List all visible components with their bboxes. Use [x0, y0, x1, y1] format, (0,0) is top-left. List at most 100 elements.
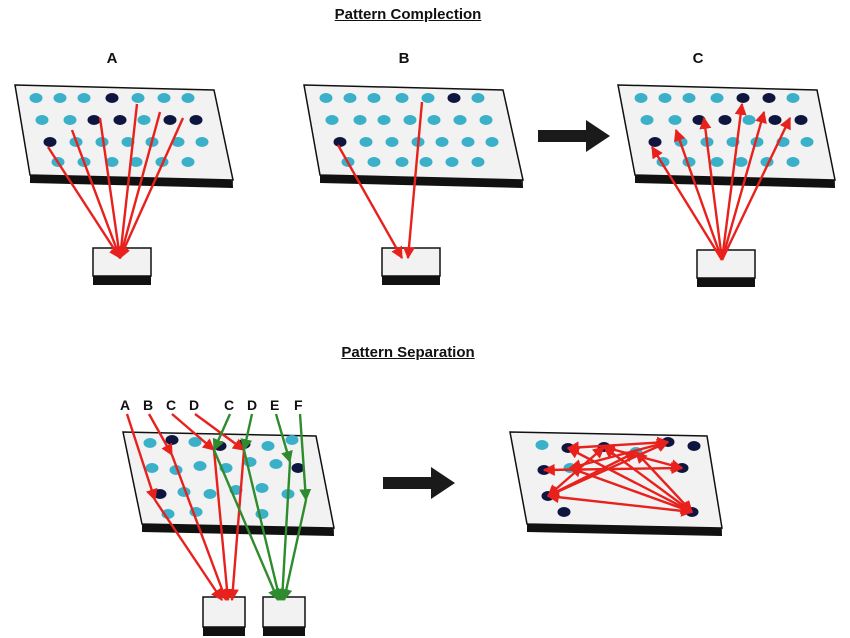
panel-label-b: B [398, 50, 410, 67]
plate-c-cell-13 [794, 115, 808, 125]
arrow-sep-red-down-1 [170, 454, 228, 602]
target-box-b [381, 247, 441, 285]
arrow-recurrent-11 [568, 438, 670, 472]
target-box-separation-left-top [202, 596, 246, 628]
arrow-sep-red-down-2 [212, 449, 233, 602]
arrows-layer [46, 101, 792, 602]
target-box-b-top [381, 247, 441, 277]
separation-output-cell-0 [535, 440, 549, 450]
plate-a-cell-20 [195, 137, 209, 147]
arrow-c-5 [720, 116, 792, 261]
plate-b-front [320, 175, 523, 188]
plate-b-cell-20 [485, 137, 499, 147]
plate-b-cell-0 [319, 93, 333, 103]
arrow-sep-green-down-2 [276, 461, 292, 602]
plate-c-cell-11 [742, 115, 756, 125]
plate-c-cell-5 [762, 93, 776, 103]
arrow-sep-red-down-0 [154, 499, 223, 601]
arrow-sep-green-in-0 [212, 413, 232, 452]
plate-a-cell-26 [181, 157, 195, 167]
arrow-sep-red-in-3 [194, 413, 245, 451]
plate-a-cell-2 [77, 93, 91, 103]
transition-arrow-bottom [383, 467, 455, 499]
arrow-c-3 [720, 102, 747, 261]
plate-b-cell-25 [445, 157, 459, 167]
plate-c-cell-2 [682, 93, 696, 103]
panel-label-a: A [106, 50, 118, 67]
plate-c-cell-8 [668, 115, 682, 125]
plate-b-cell-3 [395, 93, 409, 103]
plate-c-cell-12 [768, 115, 782, 125]
plate-a [14, 84, 234, 188]
plate-a-cell-5 [157, 93, 171, 103]
plate-a-cell-13 [189, 115, 203, 125]
plate-b-cell-6 [471, 93, 485, 103]
transition-arrow-top [538, 120, 610, 152]
input-label-green-e: E [270, 397, 280, 413]
separation-input-cell-18 [255, 483, 269, 493]
arrow-sep-red-in-2 [171, 413, 215, 451]
plate-b-cell-12 [453, 115, 467, 125]
separation-input-cell-12 [269, 459, 283, 469]
plate-a-cell-12 [163, 115, 177, 125]
plate-c-cell-14 [648, 137, 662, 147]
separation-input-cell-5 [261, 441, 275, 451]
arrow-a-0 [46, 146, 122, 260]
plate-a-cell-23 [105, 157, 119, 167]
plate-a-cell-6 [181, 93, 195, 103]
arrow-sep-green-down-1 [242, 449, 284, 602]
separation-output-cell-5 [687, 441, 701, 451]
plate-b-cell-24 [419, 157, 433, 167]
plate-a-cell-0 [29, 93, 43, 103]
plate-c-cell-1 [658, 93, 672, 103]
panel-label-c: C [692, 50, 704, 67]
plate-a-cell-10 [113, 115, 127, 125]
arrow-sep-green-in-1 [240, 413, 254, 452]
separation-input-cell-0 [143, 438, 157, 448]
pattern-completion-title: Pattern Complection [334, 6, 482, 23]
plate-c-top [617, 84, 836, 181]
input-label-red-d: D [189, 397, 200, 413]
plate-c-cell-0 [634, 93, 648, 103]
plate-b-cell-16 [385, 137, 399, 147]
plate-a-cell-8 [63, 115, 77, 125]
plate-a-cell-1 [53, 93, 67, 103]
plate-b-cell-4 [421, 93, 435, 103]
plate-a-cell-7 [35, 115, 49, 125]
arrow-c-2 [699, 116, 724, 261]
separation-output-cell-10 [557, 507, 571, 517]
arrow-c-0 [650, 145, 724, 261]
target-box-separation-right-top [262, 596, 306, 628]
arrow-sep-green-down-3 [280, 499, 308, 602]
plate-b-cell-18 [435, 137, 449, 147]
separation-input-cell-13 [291, 463, 305, 473]
target-box-separation-left-front [203, 627, 245, 636]
plate-b-cell-5 [447, 93, 461, 103]
plate-a-cell-16 [95, 137, 109, 147]
arrow-b-0 [402, 101, 424, 260]
target-box-c-front [697, 278, 755, 287]
plate-b-cell-26 [471, 157, 485, 167]
arrow-a-3 [115, 103, 139, 260]
plate-a-cell-19 [171, 137, 185, 147]
plate-b-top [303, 84, 524, 181]
input-label-green-f: F [294, 397, 303, 413]
plate-a-top [14, 84, 234, 181]
target-box-separation-right [262, 596, 306, 636]
input-label-green-d: D [247, 397, 258, 413]
plate-c-cell-26 [786, 157, 800, 167]
separation-input-cell-7 [145, 463, 159, 473]
plate-b-cell-19 [461, 137, 475, 147]
plate-a-cell-17 [121, 137, 135, 147]
plate-c-cell-20 [800, 137, 814, 147]
plate-c-cell-6 [786, 93, 800, 103]
arrow-sep-green-down-0 [212, 449, 280, 602]
plate-b-cell-1 [343, 93, 357, 103]
separation-input-cell-6 [285, 435, 299, 445]
plate-b-cell-7 [325, 115, 339, 125]
arrow-b-1 [336, 144, 404, 260]
plates-layer [14, 84, 836, 636]
arrow-sep-red-down-3 [226, 449, 246, 602]
input-label-red-b: B [143, 397, 154, 413]
